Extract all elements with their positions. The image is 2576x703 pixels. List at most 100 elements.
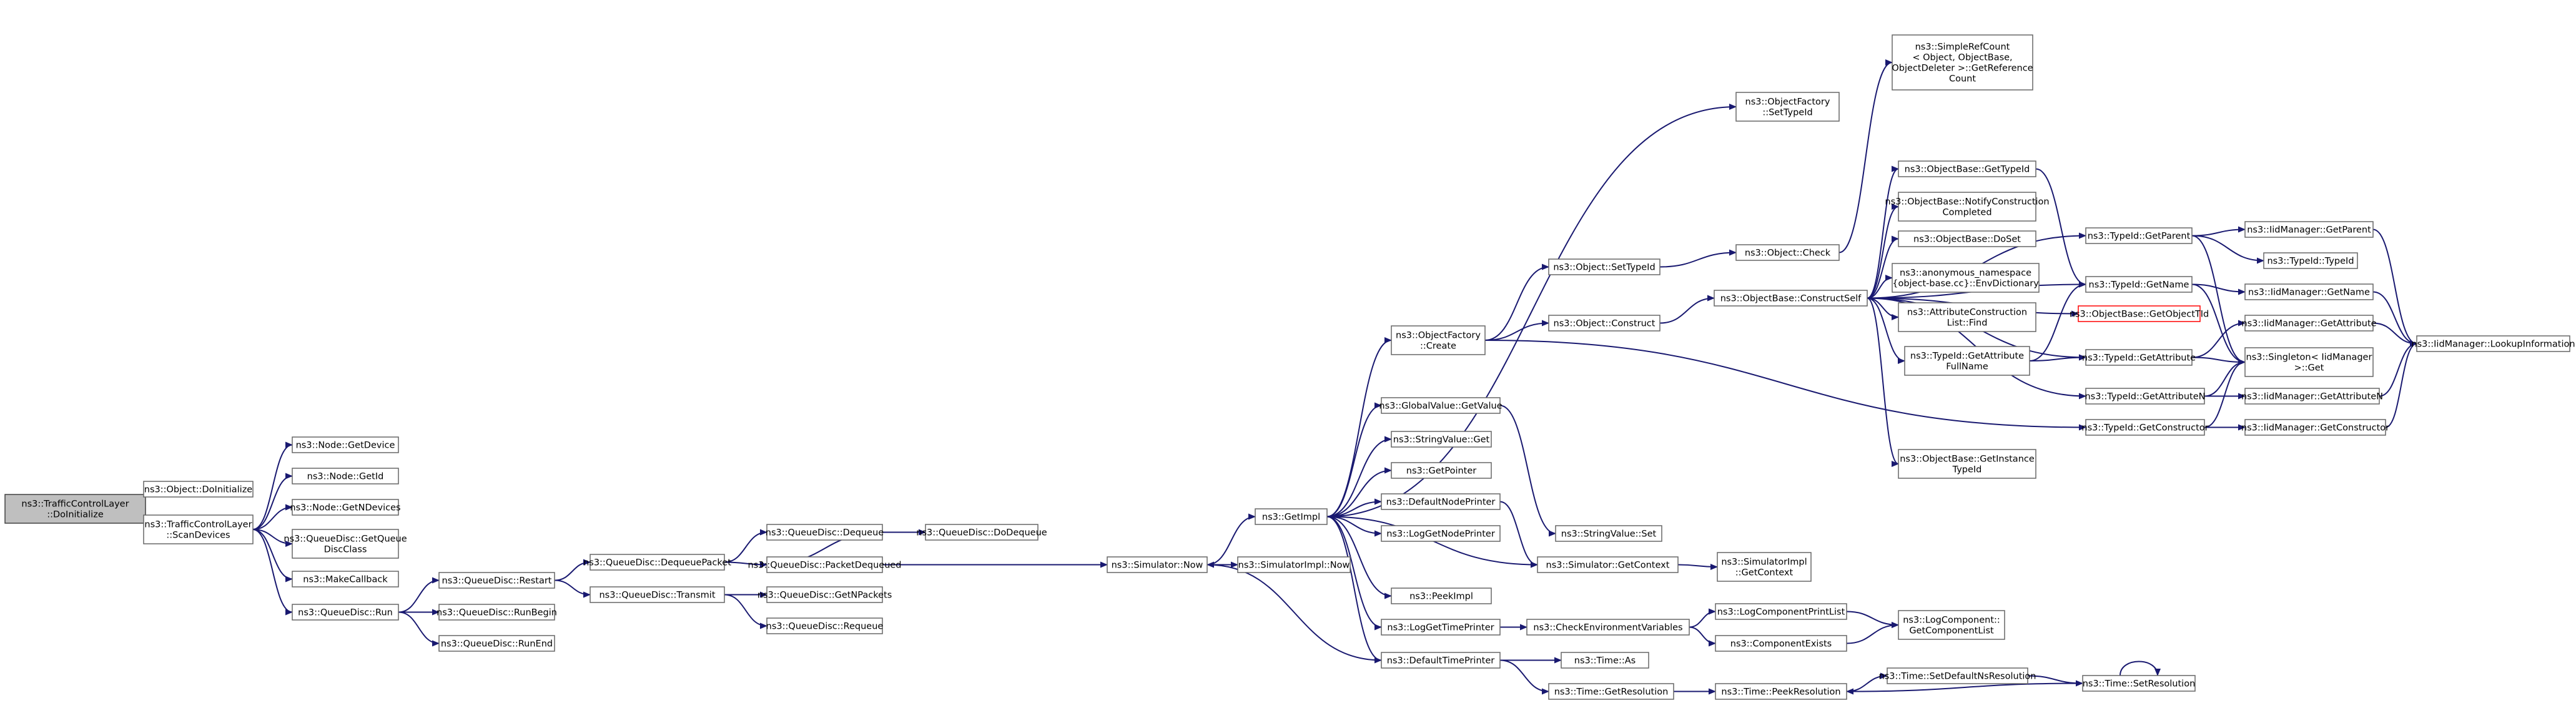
- node-box-obgetinsttid[interactable]: [1898, 449, 2036, 479]
- node-box-obconstructself[interactable]: [1714, 290, 1868, 307]
- node-box-logcompget[interactable]: [1898, 610, 2005, 640]
- node-scan[interactable]: ns3::TrafficControlLayer::ScanDevices: [143, 514, 254, 544]
- node-box-idmgetctor[interactable]: [2244, 419, 2386, 436]
- node-box-getndev[interactable]: [292, 499, 399, 516]
- node-box-tidgetattrfull[interactable]: [1904, 346, 2030, 376]
- node-getid[interactable]: ns3::Node::GetId: [292, 468, 399, 484]
- node-box-runend[interactable]: [438, 635, 555, 652]
- node-box-ofsettypeid[interactable]: [1735, 92, 1840, 122]
- node-box-singleton[interactable]: [2244, 347, 2374, 377]
- node-transmit[interactable]: ns3::QueueDisc::Transmit: [590, 586, 725, 603]
- node-box-getnp[interactable]: [766, 586, 883, 603]
- node-tidgetattr[interactable]: ns3::TypeId::GetAttribute: [2082, 349, 2196, 366]
- node-ofcreate[interactable]: ns3::ObjectFactory::Create: [1391, 325, 1486, 355]
- node-box-defnodeprinter[interactable]: [1381, 493, 1501, 510]
- node-box-timepeekres[interactable]: [1715, 683, 1847, 700]
- node-box-simimplnow[interactable]: [1237, 556, 1351, 573]
- node-box-idmgetattr[interactable]: [2244, 315, 2374, 332]
- node-box-restart[interactable]: [438, 572, 555, 589]
- node-box-timesetres[interactable]: [2082, 675, 2196, 692]
- node-simnow[interactable]: ns3::Simulator::Now: [1107, 556, 1208, 573]
- node-getnp[interactable]: ns3::QueueDisc::GetNPackets: [758, 586, 892, 603]
- node-box-deftimeprinter[interactable]: [1381, 652, 1501, 669]
- node-getpointer[interactable]: ns3::GetPointer: [1391, 462, 1492, 479]
- node-dodeq[interactable]: ns3::QueueDisc::DoDequeue: [916, 524, 1047, 541]
- node-srcgetref[interactable]: ns3::SimpleRefCount< Object, ObjectBase,…: [1892, 34, 2033, 91]
- node-runbegin[interactable]: ns3::QueueDisc::RunBegin: [437, 604, 557, 621]
- node-box-dequeue[interactable]: [766, 524, 883, 541]
- node-tidgetctor[interactable]: ns3::TypeId::GetConstructor: [2081, 419, 2209, 436]
- node-idmgetparent[interactable]: ns3::IidManager::GetParent: [2244, 221, 2374, 238]
- node-box-loggettimeprinter[interactable]: [1381, 619, 1501, 636]
- node-singleton[interactable]: ns3::Singleton< IidManager >::Get: [2244, 347, 2374, 377]
- node-root[interactable]: ns3::TrafficControlLayer::DoInitialize: [4, 494, 146, 524]
- node-restart[interactable]: ns3::QueueDisc::Restart: [438, 572, 555, 589]
- node-box-getpointer[interactable]: [1391, 462, 1492, 479]
- node-obj_doinit[interactable]: ns3::Object::DoInitialize: [143, 481, 254, 498]
- node-timesetres[interactable]: ns3::Time::SetResolution: [2082, 675, 2196, 692]
- node-box-getimpl[interactable]: [1255, 508, 1328, 525]
- node-box-obnotify[interactable]: [1898, 192, 2036, 222]
- node-timesetdefres[interactable]: ns3::Time::SetDefaultNsResolution: [1879, 667, 2036, 684]
- node-envdict[interactable]: ns3::anonymous_namespace{object-base.cc}…: [1892, 263, 2040, 293]
- node-box-tidtypeid[interactable]: [2263, 252, 2358, 269]
- node-box-root[interactable]: [4, 494, 146, 524]
- node-peekimpl[interactable]: ns3::PeekImpl: [1391, 587, 1492, 604]
- node-runend[interactable]: ns3::QueueDisc::RunEnd: [438, 635, 555, 652]
- node-requeue[interactable]: ns3::QueueDisc::Requeue: [766, 617, 884, 634]
- node-box-checkenv[interactable]: [1526, 619, 1690, 636]
- node-simimplnow[interactable]: ns3::SimulatorImpl::Now: [1237, 556, 1351, 573]
- node-dequeue[interactable]: ns3::QueueDisc::Dequeue: [766, 524, 884, 541]
- node-checkenv[interactable]: ns3::CheckEnvironmentVariables: [1526, 619, 1690, 636]
- node-box-tidgetctor[interactable]: [2085, 419, 2205, 436]
- node-box-simgetctx[interactable]: [1537, 556, 1679, 573]
- node-loggetnodeprinter[interactable]: ns3::LogGetNodePrinter: [1381, 525, 1501, 542]
- node-box-compexists[interactable]: [1715, 635, 1847, 652]
- node-deftimeprinter[interactable]: ns3::DefaultTimePrinter: [1381, 652, 1501, 669]
- node-qrun[interactable]: ns3::QueueDisc::Run: [292, 604, 399, 621]
- node-objcheck[interactable]: ns3::Object::Check: [1735, 244, 1840, 261]
- node-box-pktdeq[interactable]: [766, 556, 883, 573]
- node-gvgetvalue[interactable]: ns3::GlobalValue::GetValue: [1379, 397, 1503, 414]
- node-box-idmgetparent[interactable]: [2244, 221, 2374, 238]
- node-box-idmlookup[interactable]: [2416, 335, 2570, 352]
- node-box-transmit[interactable]: [590, 586, 725, 603]
- node-box-timegetres[interactable]: [1548, 683, 1674, 700]
- node-box-timeas[interactable]: [1561, 652, 1649, 669]
- node-box-qrun[interactable]: [292, 604, 399, 621]
- node-idmlookup[interactable]: ns3::IidManager::LookupInformation: [2411, 335, 2575, 352]
- node-box-tidgetattr[interactable]: [2085, 349, 2193, 366]
- node-box-svget[interactable]: [1391, 431, 1492, 448]
- node-box-loggetnodeprinter[interactable]: [1381, 525, 1501, 542]
- node-box-dodeq[interactable]: [925, 524, 1039, 541]
- node-box-getqdc[interactable]: [292, 529, 399, 559]
- node-getdevice[interactable]: ns3::Node::GetDevice: [292, 436, 399, 453]
- node-getimpl[interactable]: ns3::GetImpl: [1255, 508, 1328, 525]
- node-pktdeq[interactable]: ns3::QueueDisc::PacketDequeued: [748, 556, 902, 573]
- node-obnotify[interactable]: ns3::ObjectBase::NotifyConstructionCompl…: [1885, 192, 2050, 222]
- node-box-gvgetvalue[interactable]: [1381, 397, 1501, 414]
- node-box-tidgetattrn[interactable]: [2085, 388, 2205, 405]
- node-idmgetctor[interactable]: ns3::IidManager::GetConstructor: [2241, 419, 2389, 436]
- node-ofsettypeid[interactable]: ns3::ObjectFactory::SetTypeId: [1735, 92, 1840, 122]
- node-box-logcompprint[interactable]: [1715, 603, 1847, 620]
- node-getndev[interactable]: ns3::Node::GetNDevices: [290, 499, 401, 516]
- node-timeas[interactable]: ns3::Time::As: [1561, 652, 1649, 669]
- node-obgettypeid[interactable]: ns3::ObjectBase::GetTypeId: [1898, 160, 2036, 177]
- node-box-timesetdefres[interactable]: [1887, 667, 2028, 684]
- node-objsettypeid[interactable]: ns3::Object::SetTypeId: [1548, 258, 1661, 275]
- node-box-simnow[interactable]: [1107, 556, 1208, 573]
- node-idmgetname[interactable]: ns3::IidManager::GetName: [2244, 283, 2374, 300]
- node-box-srcgetref[interactable]: [1892, 34, 2033, 91]
- node-logcompprint[interactable]: ns3::LogComponentPrintList: [1715, 603, 1847, 620]
- node-box-makecb[interactable]: [292, 571, 399, 587]
- node-box-obj_doinit[interactable]: [143, 481, 254, 498]
- node-svset[interactable]: ns3::StringValue::Set: [1555, 525, 1662, 542]
- node-box-objcheck[interactable]: [1735, 244, 1840, 261]
- node-deqpkt[interactable]: ns3::QueueDisc::DequeuePacket: [583, 554, 731, 571]
- node-timegetres[interactable]: ns3::Time::GetResolution: [1548, 683, 1674, 700]
- node-svget[interactable]: ns3::StringValue::Get: [1391, 431, 1492, 448]
